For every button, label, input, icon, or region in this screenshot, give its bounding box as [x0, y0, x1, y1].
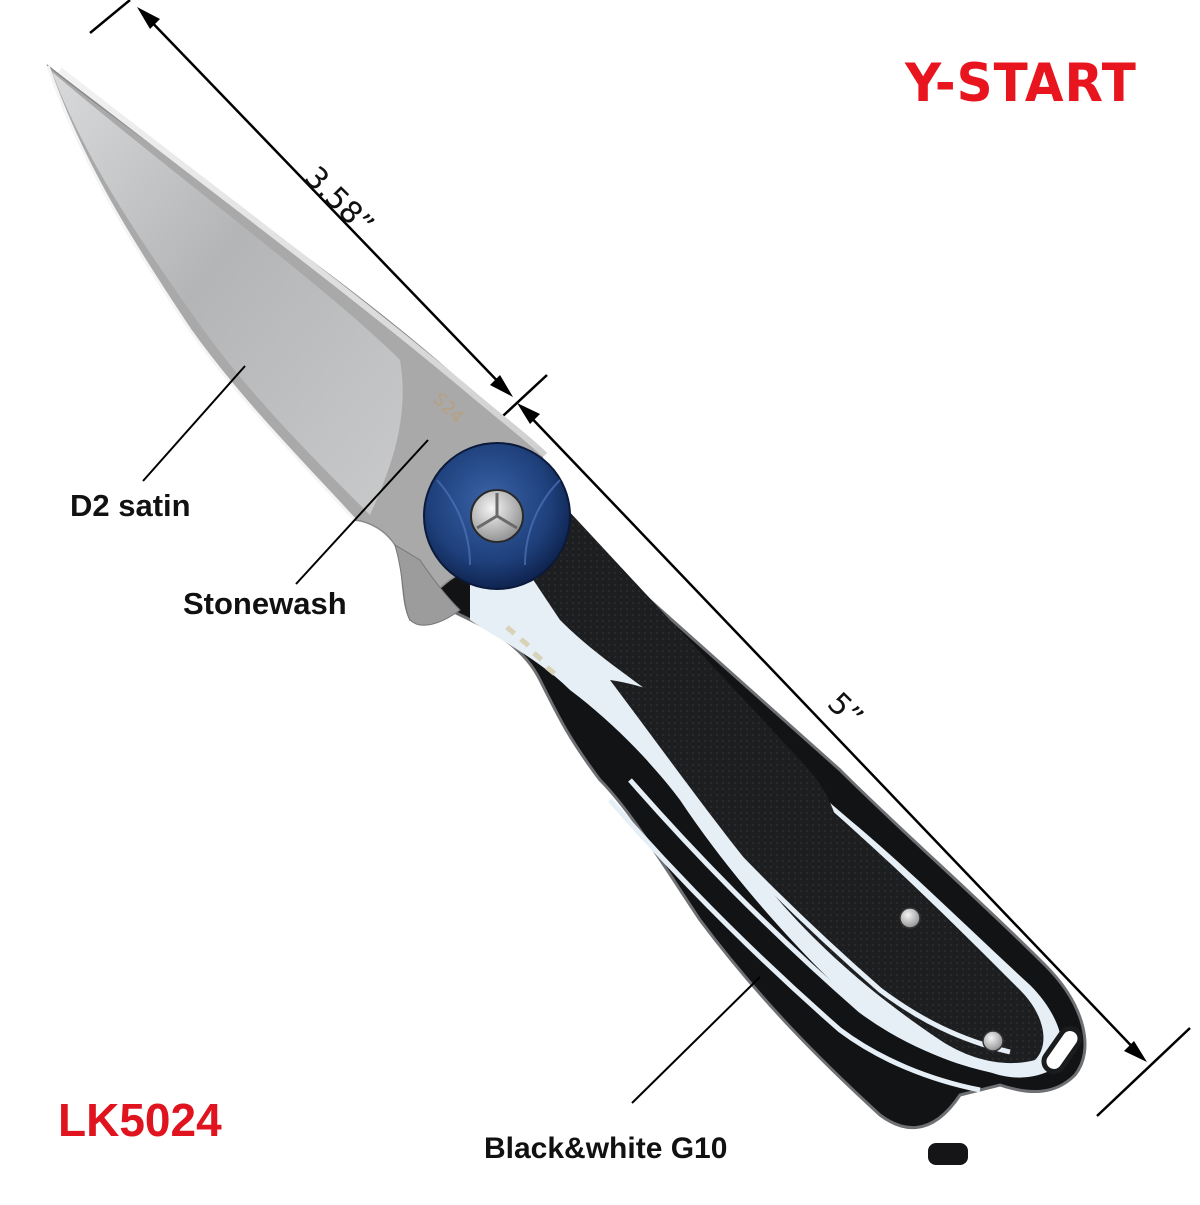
callout-stonewash: Stonewash [183, 586, 347, 621]
pivot-collar [423, 442, 571, 590]
handle-screw-icon [899, 907, 921, 929]
knife-handle [407, 480, 1087, 1165]
callout-d2-satin: D2 satin [70, 488, 191, 523]
model-number: LK5024 [58, 1094, 222, 1146]
brand-logo: Y-START [905, 52, 1137, 114]
tri-lobe-screw-head [476, 493, 518, 530]
pocket-clip [928, 1143, 968, 1165]
callout-line-g10 [631, 976, 761, 1104]
callout-handle-material: Black&white G10 [484, 1132, 728, 1165]
handle-stripes [608, 758, 1011, 1093]
callout-line-d2 [142, 365, 246, 482]
overall-dimension-line [517, 403, 1191, 1117]
callout-line-stonewash [295, 439, 429, 585]
lanyard-hole-icon [1041, 1026, 1083, 1074]
handle-screw-icon [982, 1030, 1004, 1052]
jimping [505, 625, 557, 676]
